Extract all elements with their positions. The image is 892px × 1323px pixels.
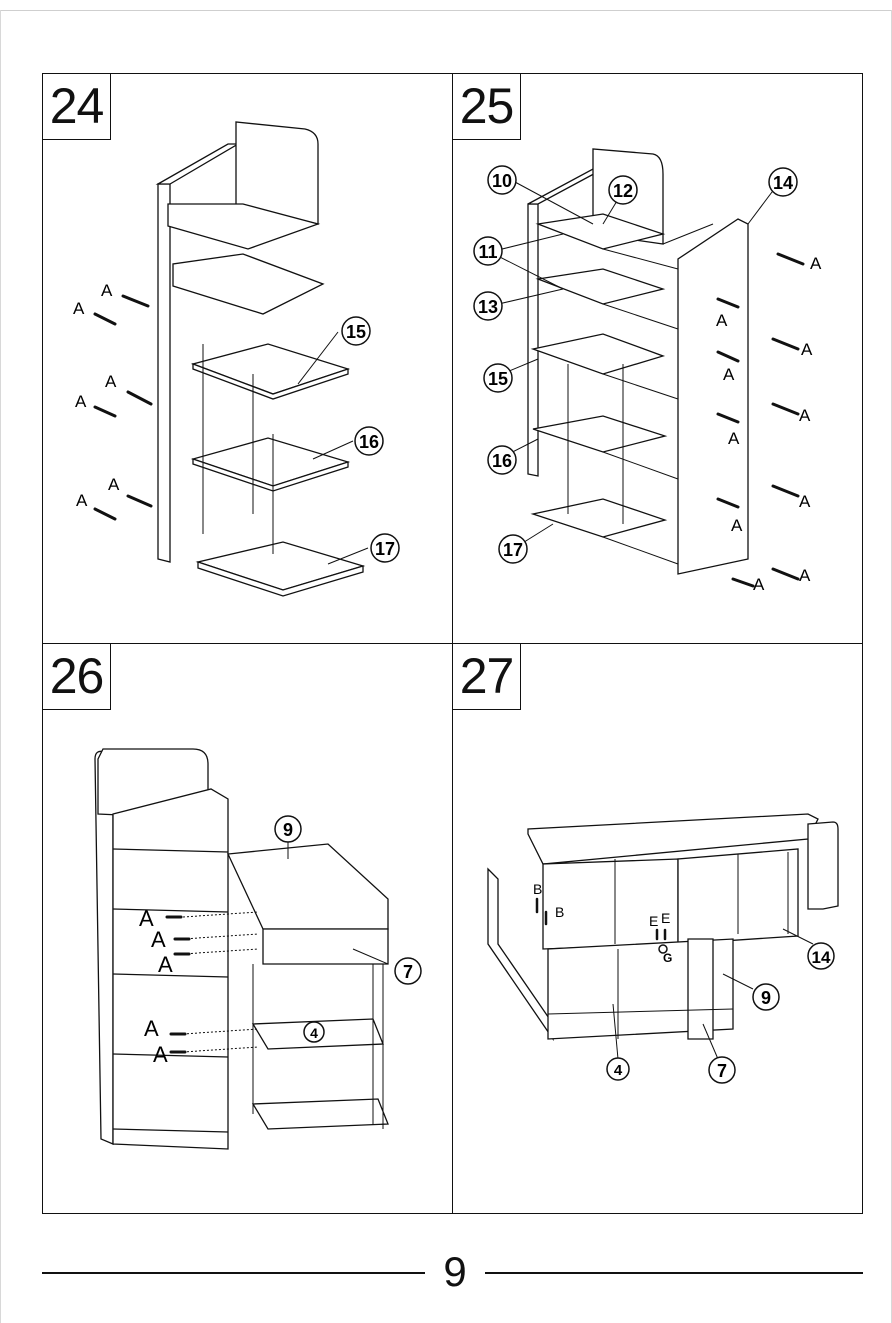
shelf-13	[538, 269, 663, 304]
bottom-shelf	[253, 1099, 388, 1129]
callout-9: 9	[761, 988, 771, 1008]
callout-4: 4	[614, 1062, 623, 1079]
left-rule	[0, 10, 1, 1323]
screw-label: A	[158, 952, 173, 977]
screw-label: A	[753, 575, 765, 594]
shelf-15	[193, 344, 348, 394]
callout-17: 17	[503, 540, 523, 560]
screw-label: A	[799, 492, 811, 511]
callout-15: 15	[488, 369, 508, 389]
callout-16: 16	[492, 451, 512, 471]
footer-rule-right	[485, 1272, 863, 1274]
callout-7: 7	[403, 962, 413, 982]
screw-label: A	[76, 491, 88, 510]
panel-9-top	[228, 844, 388, 929]
screw-label: A	[75, 392, 87, 411]
side-panel-top	[158, 144, 238, 184]
callout-9: 9	[283, 820, 293, 840]
screw-label: A	[810, 254, 822, 273]
page-number: 9	[425, 1248, 485, 1296]
shelf-16	[193, 438, 348, 486]
callout-17: 17	[375, 539, 395, 559]
shelf-17	[198, 542, 363, 590]
screw-label: A	[723, 365, 735, 384]
left-side-panel	[528, 204, 538, 476]
screw-label: A	[105, 372, 117, 391]
callout-13: 13	[478, 297, 498, 317]
callout-16: 16	[359, 432, 379, 452]
screw-label: A	[716, 311, 728, 330]
screw-label: A	[799, 406, 811, 425]
shelf-17	[533, 499, 665, 537]
callout-11: 11	[478, 242, 497, 262]
step-24-illustration: A A A A A A 15 16 17	[43, 74, 451, 642]
screw-label: A	[144, 1016, 159, 1041]
callout-14: 14	[812, 948, 831, 967]
side-panel	[158, 184, 170, 562]
screw-label: A	[153, 1042, 168, 1067]
part-label: E	[661, 910, 670, 926]
shelf-2	[173, 254, 323, 314]
callout-14: 14	[773, 173, 793, 193]
top-rule	[0, 10, 892, 11]
shelf-15	[533, 334, 663, 374]
callout-12: 12	[613, 181, 633, 201]
screw-label: A	[801, 340, 813, 359]
footer-rule-left	[42, 1272, 425, 1274]
screw-label: A	[728, 429, 740, 448]
step-25-illustration: A A A A A A A A A A 10 12 14 11 13 15 16…	[453, 74, 861, 642]
back-panel	[808, 822, 838, 909]
part-label: E	[649, 913, 658, 929]
screw-label: A	[151, 927, 166, 952]
screw-label: A	[799, 566, 811, 585]
screw-label: A	[731, 516, 743, 535]
callout-15: 15	[346, 322, 366, 342]
panel-7	[688, 939, 713, 1039]
shelf-16	[533, 416, 665, 452]
callout-7: 7	[717, 1061, 727, 1081]
part-label: B	[555, 904, 564, 920]
screw-label: A	[108, 475, 120, 494]
panel-7-front	[263, 929, 388, 964]
part-label: B	[533, 881, 542, 897]
step-27-illustration: B B E E G 14 9 4 7	[453, 644, 861, 1212]
screw-label: A	[73, 299, 85, 318]
screw-label: A	[101, 281, 113, 300]
step-26-illustration: A A A A A 9 7 4	[43, 644, 451, 1212]
callout-4: 4	[310, 1025, 318, 1041]
callout-10: 10	[492, 171, 512, 191]
part-label: G	[663, 951, 672, 965]
